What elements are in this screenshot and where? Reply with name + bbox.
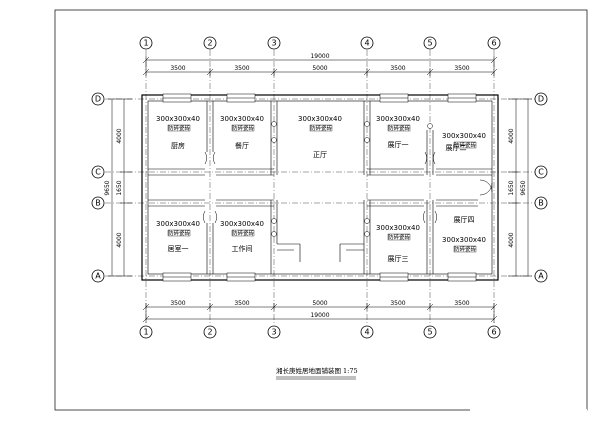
room-exhibit-4: 展厅四 (454, 216, 475, 224)
dim-right-3: 4000 (508, 232, 515, 247)
svg-text:300x300x40: 300x300x40 (156, 115, 200, 123)
svg-text:2: 2 (207, 39, 212, 48)
svg-text:防碎瓷砖: 防碎瓷砖 (232, 229, 255, 237)
dim-bottom-4: 3500 (390, 300, 405, 307)
svg-text:300x300x40: 300x300x40 (220, 220, 264, 228)
svg-text:防碎瓷砖: 防碎瓷砖 (388, 233, 411, 241)
svg-text:D: D (538, 95, 544, 104)
doors (203, 151, 493, 224)
dim-bottom-1: 3500 (170, 300, 185, 307)
svg-text:300x300x40: 300x300x40 (442, 236, 486, 244)
dimension-right (508, 98, 532, 277)
dim-right-1: 4000 (508, 128, 515, 143)
dim-bottom-total: 19000 (310, 312, 329, 319)
svg-text:A: A (95, 272, 101, 281)
svg-text:A: A (538, 272, 544, 281)
svg-text:C: C (538, 168, 544, 177)
dim-top-2: 3500 (234, 65, 249, 72)
svg-text:6: 6 (491, 39, 496, 48)
grid-lines (105, 50, 535, 325)
dim-bottom-3: 5000 (312, 300, 327, 307)
dim-top-5: 3500 (454, 65, 469, 72)
dim-bottom-5: 3500 (454, 300, 469, 307)
room-dining: 餐厅 (235, 141, 249, 150)
svg-text:C: C (95, 168, 101, 177)
svg-text:防碎瓷砖: 防碎瓷砖 (168, 229, 191, 237)
windows (162, 93, 477, 282)
dim-bottom-2: 3500 (234, 300, 249, 307)
dimension-left (108, 98, 132, 277)
svg-text:防碎瓷砖: 防碎瓷砖 (454, 141, 477, 149)
tile-labels: 300x300x40 防碎瓷砖 300x300x40 防碎瓷砖 300x300x… (156, 115, 486, 253)
dim-left-total: 9650 (104, 180, 111, 195)
grid-bubbles-bottom: 1 2 3 4 5 6 (139, 325, 501, 339)
svg-text:5: 5 (427, 328, 432, 337)
room-main-hall: 正厅 (313, 151, 327, 159)
svg-text:300x300x40: 300x300x40 (376, 115, 420, 123)
svg-text:300x300x40: 300x300x40 (156, 220, 200, 228)
dimension-bottom (142, 303, 498, 323)
svg-text:300x300x40: 300x300x40 (298, 115, 342, 123)
outer-walls (141, 94, 499, 281)
dim-left-2: 1650 (116, 180, 123, 195)
dim-right-2: 1650 (508, 180, 515, 195)
svg-text:防碎瓷砖: 防碎瓷砖 (454, 245, 477, 253)
room-names: 厨房 餐厅 正厅 展厅一 展厅二 居室一 工作间 展厅三 展厅四 (168, 141, 475, 263)
svg-text:防碎瓷砖: 防碎瓷砖 (168, 124, 191, 132)
dimension-top (142, 56, 498, 76)
svg-text:B: B (538, 199, 544, 208)
room-workroom: 工作间 (232, 244, 253, 253)
dim-left-3: 4000 (116, 232, 123, 247)
svg-text:1: 1 (143, 39, 148, 48)
grid-bubbles-right: D C B A (534, 92, 548, 283)
svg-text:1: 1 (143, 328, 148, 337)
grid-bubbles-left: D C B A (91, 92, 105, 283)
room-exhibit-2: 展厅二 (446, 144, 467, 152)
interior-walls (148, 101, 492, 274)
dim-top-1: 3500 (170, 65, 185, 72)
dim-right-total: 9650 (520, 180, 527, 195)
drawing-title: 湘长庚姓居地面铺装图 (276, 366, 341, 375)
svg-text:B: B (95, 199, 101, 208)
svg-text:2: 2 (207, 328, 212, 337)
column-markers (271, 121, 433, 237)
svg-text:防碎瓷砖: 防碎瓷砖 (232, 124, 255, 132)
svg-text:5: 5 (427, 39, 432, 48)
svg-text:4: 4 (364, 328, 369, 337)
svg-text:6: 6 (491, 328, 496, 337)
room-exhibit-1: 展厅一 (388, 141, 409, 149)
svg-text:300x300x40: 300x300x40 (220, 115, 264, 123)
sheet-frame (54, 9, 588, 411)
room-bedroom-1: 居室一 (168, 244, 189, 253)
dim-left-1: 4000 (116, 128, 123, 143)
svg-text:防碎瓷砖: 防碎瓷砖 (310, 124, 333, 132)
svg-text:4: 4 (364, 39, 369, 48)
dim-top-4: 3500 (390, 65, 405, 72)
room-exhibit-3: 展厅三 (388, 255, 409, 263)
drawing-title-block: 湘长庚姓居地面铺装图 1:75 (276, 366, 358, 380)
svg-text:300x300x40: 300x300x40 (442, 132, 486, 140)
room-kitchen: 厨房 (171, 141, 185, 150)
dim-top-total: 19000 (310, 53, 329, 60)
svg-text:300x300x40: 300x300x40 (376, 224, 420, 232)
svg-text:防碎瓷砖: 防碎瓷砖 (388, 124, 411, 132)
svg-text:D: D (95, 95, 101, 104)
grid-bubbles-top: 1 2 3 4 5 6 (139, 36, 501, 50)
svg-text:3: 3 (271, 39, 276, 48)
drawing-scale: 1:75 (343, 367, 358, 375)
dim-top-3: 5000 (312, 65, 327, 72)
svg-text:3: 3 (271, 328, 276, 337)
